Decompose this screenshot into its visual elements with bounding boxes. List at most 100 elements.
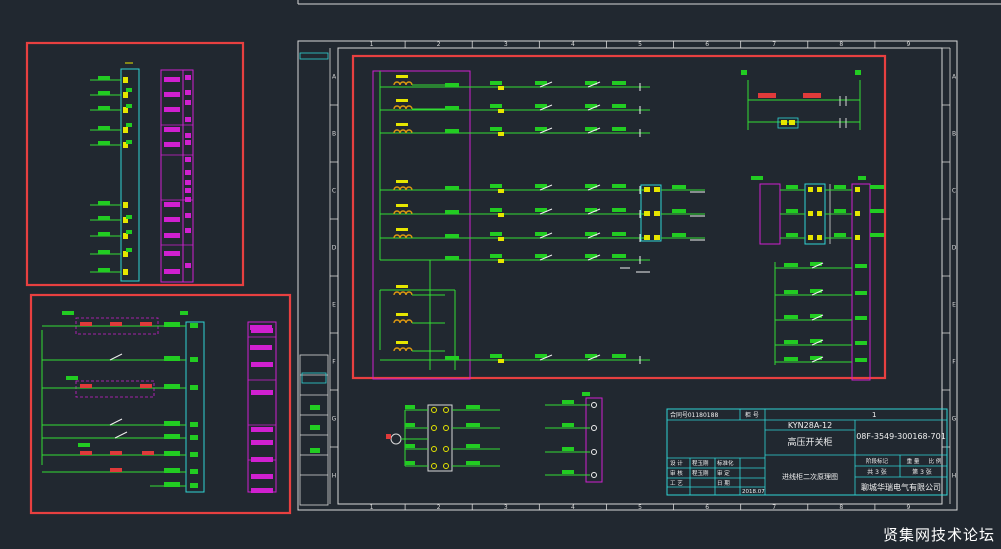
title-date: 2018.07 [742, 489, 765, 495]
lp2-relay-contact [110, 451, 122, 455]
grid-number-bottom: 6 [705, 504, 709, 511]
main-label-block [490, 354, 502, 358]
right-label [786, 209, 798, 213]
ct-coil [405, 129, 413, 134]
main-marker [498, 189, 504, 193]
main-contact [539, 208, 553, 215]
lp1-magenta-block [164, 269, 180, 274]
title-cabinet-value: 1 [872, 411, 876, 419]
grid-letter-left: G [332, 416, 337, 423]
outer-frame [297, 40, 958, 511]
grid-number-top: 2 [437, 41, 441, 48]
lp2-terminal [190, 452, 198, 457]
grid-letter-right: H [952, 473, 957, 480]
lp2-relay-contact [110, 468, 122, 472]
lp1-label-block [98, 232, 110, 236]
frame-side-column [299, 354, 329, 506]
title-company: 聊城华瑞电气有限公司 [861, 482, 941, 492]
right-label [810, 262, 822, 266]
main-label-block [535, 184, 547, 188]
main-label-block [535, 354, 547, 358]
grid-number-bottom: 8 [839, 504, 843, 511]
main-contact [587, 184, 601, 191]
lp1-terminal [123, 142, 128, 148]
title-cabinet-label: 柜 号 [745, 411, 759, 419]
ct-coil [399, 319, 407, 324]
main-contact [587, 208, 601, 215]
lp2-relay-contact [80, 384, 92, 388]
right-contact [811, 262, 824, 269]
main-label-block [490, 104, 502, 108]
grid-letter-right: C [952, 188, 956, 195]
lp2-magenta-block [251, 488, 273, 493]
right-label [784, 290, 798, 294]
main-terminal [644, 235, 650, 240]
ct-coil [399, 81, 407, 86]
meter-terminal [431, 446, 437, 452]
meter-terminal [443, 407, 449, 413]
grid-letter-left: H [332, 473, 337, 480]
ct-coil [399, 105, 407, 110]
ct-coil [393, 319, 401, 324]
right-terminal [817, 235, 822, 240]
lp1-magenta-block [164, 142, 180, 147]
main-terminal [654, 211, 660, 216]
main-label-block [535, 104, 547, 108]
title-drawing-no: 08F-3549-300168-701 [856, 432, 946, 441]
ct-coil-label [396, 228, 408, 231]
meter-label [405, 423, 415, 427]
lp2-magenta-block [250, 345, 272, 350]
right-label [810, 356, 822, 360]
right-label [870, 185, 884, 189]
right-label [870, 209, 884, 213]
inner-frame [337, 47, 943, 505]
lp1-magenta-block [164, 251, 180, 256]
right-terminal [855, 235, 860, 240]
lp1-label-block [98, 250, 110, 254]
lp2-relay-contact [80, 322, 92, 326]
lp1-magenta-block [164, 127, 180, 132]
main-label-block [535, 81, 547, 85]
main-marker [498, 213, 504, 217]
lp2-label-block [164, 434, 180, 439]
main-label-block [445, 256, 459, 260]
title-order-no: 01180188 [688, 412, 719, 419]
lp2-terminal [190, 385, 198, 390]
lp2-magenta-block [251, 457, 273, 462]
lp2-top-label [62, 311, 74, 315]
main-terminal [644, 211, 650, 216]
right-label [784, 263, 798, 267]
main-label-block [612, 232, 626, 236]
title-block: 合同号 01180188 柜 号 1 KYN28A-12 高压开关柜 08F-3… [666, 408, 948, 496]
right-terminal [817, 187, 822, 192]
lp1-label-block [98, 201, 110, 205]
grid-number-bottom: 3 [504, 504, 508, 511]
right-contact [811, 339, 824, 346]
main-contact [587, 127, 601, 134]
lp2-magenta-block [250, 325, 272, 330]
main-label-block [445, 356, 459, 360]
main-label-block [535, 232, 547, 236]
lp1-side-block [185, 157, 191, 162]
lp1-label-block [98, 126, 110, 130]
grid-number-top: 7 [772, 41, 776, 48]
ct-coil [399, 291, 407, 296]
main-label-block [585, 104, 597, 108]
main-label-block [672, 209, 686, 213]
lp1-terminal [123, 233, 128, 239]
grid-letter-right: D [952, 245, 957, 252]
lp1-side-block [185, 228, 191, 233]
lp2-terminal [190, 469, 198, 474]
lp1-label-block [98, 91, 110, 95]
title-sheet-total: 共 3 张 [867, 468, 887, 476]
grid-letter-left: B [332, 131, 336, 138]
lp2-label-block [164, 421, 180, 426]
lp2-relay-contact [142, 451, 154, 455]
lp1-side-block [185, 117, 191, 122]
main-terminal [644, 187, 650, 192]
grid-number-top: 1 [370, 41, 374, 48]
right-label [834, 233, 846, 237]
ct-coil-label [396, 204, 408, 207]
